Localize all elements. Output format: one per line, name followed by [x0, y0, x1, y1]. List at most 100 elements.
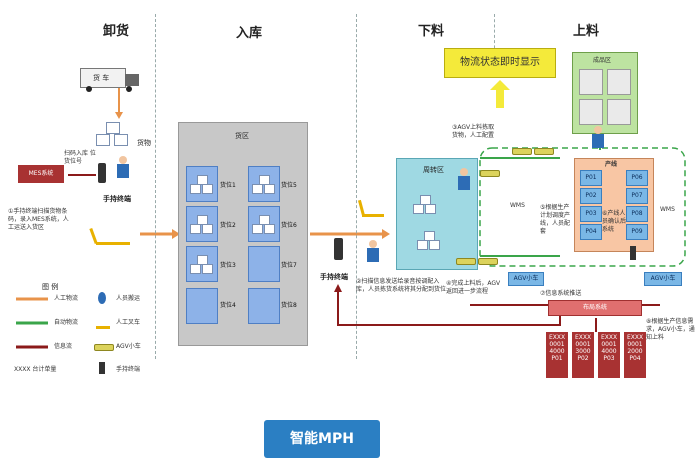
plan-table: EXXX 0001 2000 P04 — [624, 332, 646, 378]
cargo-slot — [186, 206, 218, 242]
truck-wheel — [126, 86, 132, 92]
press-cell: P08 — [626, 206, 648, 222]
worker-body — [592, 134, 604, 148]
slot-label: 货位2 — [220, 222, 236, 229]
slot-boxes — [190, 175, 214, 194]
note-done: ④完成上料后，AGV返回进一步流程 — [446, 280, 501, 295]
info-arrowhead-handheld — [334, 284, 342, 292]
legend-item-left: XXXX 台计单量 — [14, 366, 57, 373]
mes-bar: 布局系统 — [548, 300, 642, 316]
cargo-slot — [248, 206, 280, 242]
cargo-slot — [186, 166, 218, 202]
phase-unload: 卸货 — [103, 24, 130, 39]
pallet-jack-icon — [357, 199, 386, 218]
truck-label: 货 车 — [93, 74, 110, 82]
truck-wheel — [86, 86, 92, 92]
plan-table: EXXX 0001 4000 P01 — [546, 332, 568, 378]
note-line: ⑥产线人员确认后系统 — [602, 210, 627, 233]
cargo-slot — [186, 246, 218, 282]
note-mes-push: ⑦信息系统推送 — [540, 290, 582, 297]
divider-1 — [155, 14, 156, 359]
note-right: ⑧根据生产信息需求，AGV小车，通知上料 — [646, 318, 695, 341]
legend-item-left: 信息流 — [54, 343, 73, 350]
handheld-terminal-icon — [630, 246, 636, 260]
cargo-box — [106, 122, 120, 134]
worker-head — [369, 240, 377, 248]
scan-note: 扫码入库 位货位号 — [64, 150, 96, 165]
status-banner: 物流状态即时显示 — [444, 48, 556, 78]
note-scan: ②扫描信息发送给录音按调配入库，人员拣货系统将其分配到货位 — [356, 278, 447, 293]
legend-item-right: 人员搬运 — [116, 295, 141, 302]
press-cell: P07 — [626, 188, 648, 204]
legend-handheld-icon — [99, 362, 105, 374]
slot-boxes — [252, 175, 276, 194]
plan-table: EXXX 0001 3000 P02 — [572, 332, 594, 378]
cargo-boxes — [94, 122, 140, 148]
cargo-slot — [248, 288, 280, 324]
agv-cart-icon — [456, 258, 476, 265]
legend-title: 图 例 — [42, 283, 59, 291]
legend-item-left: 人工物流 — [54, 295, 79, 302]
worker-body — [367, 248, 379, 262]
footer-badge: 智能MPH — [264, 420, 380, 458]
finished-shelf — [607, 99, 631, 125]
note-agv-feed: ③AGV上料拣取货物，人工配置 — [452, 124, 495, 139]
worker-body — [458, 176, 470, 190]
cargo-box — [114, 134, 128, 146]
buffer-boxes — [417, 231, 441, 250]
worker-icon — [592, 126, 604, 150]
slot-label: 货位5 — [281, 182, 297, 189]
legend-worker-icon — [98, 292, 106, 304]
arrowhead-unload-to-inbound — [172, 229, 180, 239]
agv-station-left: AGV小车 — [508, 272, 544, 286]
arrowhead-inbound-to-feeding — [382, 229, 390, 239]
truck-cab — [125, 74, 139, 86]
buffer-zone-title: 周转区 — [423, 166, 444, 174]
divider-3 — [494, 14, 495, 64]
finished-shelf — [579, 99, 603, 125]
cargo-label: 货物 — [137, 139, 151, 147]
cargo-slot — [186, 288, 218, 324]
finished-shelf — [607, 69, 631, 95]
info-line-bottom — [337, 290, 561, 326]
worker-icon — [458, 168, 470, 192]
cargo-slot — [248, 246, 280, 282]
slot-label: 货位8 — [281, 302, 297, 309]
slot-label: 货位7 — [281, 262, 297, 269]
slot-label: 货位3 — [220, 262, 236, 269]
agv-station-right: AGV小车 — [644, 272, 682, 286]
wms-right: WMS — [660, 206, 675, 213]
finished-area-title: 成品区 — [593, 57, 612, 64]
agv-cart-icon — [534, 148, 554, 155]
cargo-slot — [248, 166, 280, 202]
finished-area: 成品区 — [572, 52, 638, 134]
arrow-to-status-banner — [490, 80, 510, 108]
press-cell: P01 — [580, 170, 602, 186]
note-manual: ①手持终端扫描货物条码，录入MES系统，人工运送入货区 — [8, 208, 69, 231]
press-cell: P04 — [580, 224, 602, 240]
worker-body — [117, 164, 129, 178]
cargo-zone-title: 货区 — [235, 132, 249, 140]
legend-item-right: AGV小车 — [116, 343, 141, 350]
slot-boxes — [190, 255, 214, 274]
buffer-boxes — [413, 195, 437, 214]
handheld-label-unload: 手持终端 — [103, 195, 131, 203]
pallet-jack-fork — [96, 242, 130, 245]
worker-head — [460, 168, 468, 176]
phase-feeding: 下料 — [418, 24, 445, 39]
slot-boxes — [252, 215, 276, 234]
slot-boxes — [190, 215, 214, 234]
slot-label: 货位1 — [220, 182, 236, 189]
divider-2 — [356, 14, 357, 359]
press-cell: P09 — [626, 224, 648, 240]
agv-cart-icon — [512, 148, 532, 155]
worker-icon — [366, 240, 380, 268]
phase-loading: 上料 — [573, 24, 600, 39]
worker-icon — [116, 156, 130, 186]
mes-system-left: MES系统 — [18, 165, 64, 183]
phase-inbound: 入库 — [236, 26, 263, 41]
truck: 货 车 — [80, 68, 140, 92]
legend-agv-icon — [94, 344, 114, 351]
slot-label: 货位6 — [281, 222, 297, 229]
agv-loop — [479, 147, 686, 267]
